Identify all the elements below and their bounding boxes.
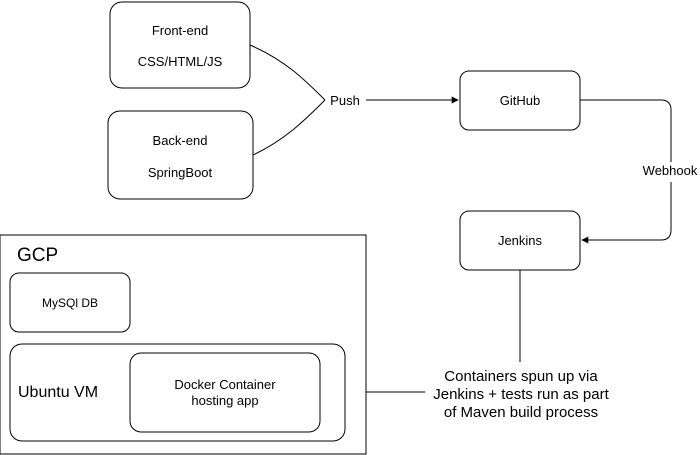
github-node[interactable]: GitHub — [459, 70, 581, 131]
frontend-to-push-edge — [249, 44, 326, 101]
deploy-caption-line2: Jenkins + tests run as part — [433, 386, 609, 403]
frontend-title: Front-end — [152, 23, 208, 38]
backend-node[interactable]: Back-end SpringBoot — [107, 110, 254, 200]
backend-tech: SpringBoot — [148, 165, 213, 180]
webhook-to-jenkins-arrow — [581, 182, 672, 244]
gcp-label: GCP — [17, 245, 58, 266]
frontend-tech: CSS/HTML/JS — [138, 54, 223, 69]
docker-subtitle: hosting app — [191, 393, 258, 408]
backend-title: Back-end — [153, 133, 208, 148]
push-label: Push — [330, 93, 360, 108]
webhook-label: Webhook — [643, 163, 698, 178]
docker-node[interactable]: Docker Container hosting app — [129, 352, 321, 433]
deploy-caption-line3: of Maven build process — [444, 404, 598, 421]
jenkins-node[interactable]: Jenkins — [459, 210, 581, 271]
deploy-caption-line1: Containers spun up via — [444, 368, 598, 385]
frontend-node[interactable]: Front-end CSS/HTML/JS — [109, 1, 251, 89]
mysql-node[interactable]: MySQl DB — [9, 272, 131, 333]
mysql-label: MySQl DB — [42, 296, 98, 310]
backend-to-push-edge — [252, 99, 326, 156]
github-label: GitHub — [500, 93, 540, 108]
ubuntu-vm-label: Ubuntu VM — [18, 384, 98, 401]
docker-title: Docker Container — [174, 377, 276, 392]
github-to-webhook-edge — [580, 99, 672, 162]
jenkins-label: Jenkins — [498, 233, 543, 248]
